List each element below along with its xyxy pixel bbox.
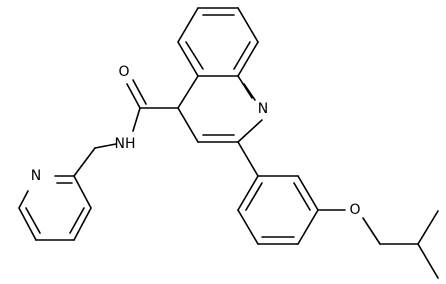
pyridine-ring <box>18 175 92 241</box>
quinoline-pyridine-ring <box>177 75 263 143</box>
carboxamide-group <box>73 79 179 177</box>
amide-nh-label: NH <box>115 136 136 152</box>
quinoline-benzo-ring <box>177 7 259 77</box>
phenyl-ring <box>237 175 319 245</box>
carbonyl-oxygen-label: O <box>118 64 129 80</box>
pyridine-nitrogen-label: N <box>31 168 41 184</box>
ether-oxygen-label: O <box>349 202 360 218</box>
quinoline-nitrogen-label: N <box>258 101 268 117</box>
quinoline-aryl-link <box>237 141 259 177</box>
isobutoxy-group <box>317 209 439 279</box>
